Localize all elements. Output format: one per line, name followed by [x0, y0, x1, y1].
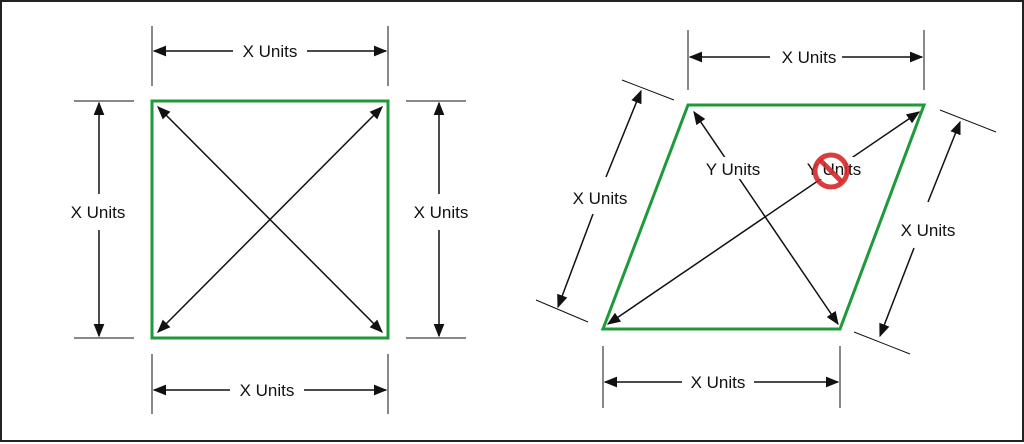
square-diagonals [157, 106, 383, 333]
rhombus-left-label: X Units [573, 189, 628, 208]
square-diagram: X Units X Units X Units X Units [71, 26, 469, 414]
rhombus-diagonal-label-1: Y Units [706, 160, 761, 179]
square-left-label: X Units [71, 203, 126, 222]
no-symbol-icon [812, 152, 850, 190]
rhombus-top-label: X Units [782, 48, 837, 67]
rhombus-diagram: X Units X Units X Units X Units Y Units … [535, 30, 997, 408]
square-outline [150, 99, 390, 340]
square-top-label: X Units [243, 42, 298, 61]
square-extension-lines [74, 26, 466, 414]
rhombus-bottom-label: X Units [691, 373, 746, 392]
rhombus-extension-lines [535, 30, 997, 408]
rhombus-diagonals [606, 110, 921, 326]
rhombus-right-label: X Units [901, 221, 956, 240]
diagonal-label-1-backing [699, 157, 767, 179]
square-right-label: X Units [414, 203, 469, 222]
square-dimension-arrows [93, 45, 445, 396]
square-bottom-label: X Units [240, 381, 295, 400]
